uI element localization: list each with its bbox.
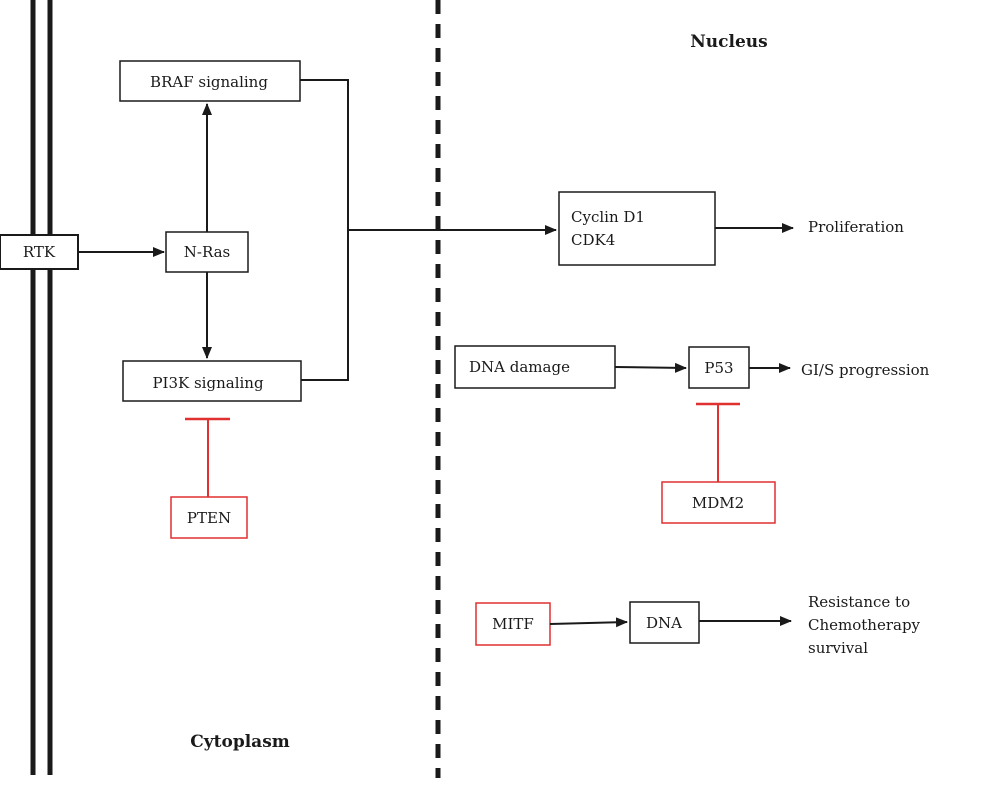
braf-box [119,60,301,102]
cdk4-label: CDK4 [571,231,615,249]
pi3k-label: PI3K signaling [152,374,263,392]
pten-label: PTEN [187,509,231,527]
mdm2-label: MDM2 [692,494,744,512]
dna-label: DNA [646,614,682,632]
nras-label: N-Ras [184,243,230,261]
resistance-label-line1: Resistance to [808,593,910,611]
rtk-label: RTK [23,243,56,261]
dna-damage-to-p53-arrow [614,362,687,373]
mitf-box [475,602,551,646]
mitf-to-dna-arrow [549,617,628,628]
cyclin-d1-label: Cyclin D1 [571,208,645,226]
nucleus-label: Nucleus [690,32,767,52]
pi3k-box [122,360,302,402]
mdm2-box [661,481,776,524]
pten-box [170,496,248,539]
dna-damage-label: DNA damage [469,358,570,376]
resistance-label-line3: survival [808,639,868,657]
proliferation-label: Proliferation [808,218,904,236]
rtk-box [0,234,79,270]
cytoplasm-label: Cytoplasm [190,732,290,752]
p53-label: P53 [704,359,733,377]
dna-box [629,601,700,644]
g1s-progression-label: GI/S progression [801,361,930,379]
braf-merge-line [300,79,349,381]
braf-label: BRAF signaling [150,73,268,91]
resistance-label-line2: Chemotherapy [808,616,921,634]
mitf-label: MITF [492,615,534,633]
p53-box [688,346,750,389]
nras-box [165,231,249,273]
cyclin-cdk4-box [558,191,716,266]
